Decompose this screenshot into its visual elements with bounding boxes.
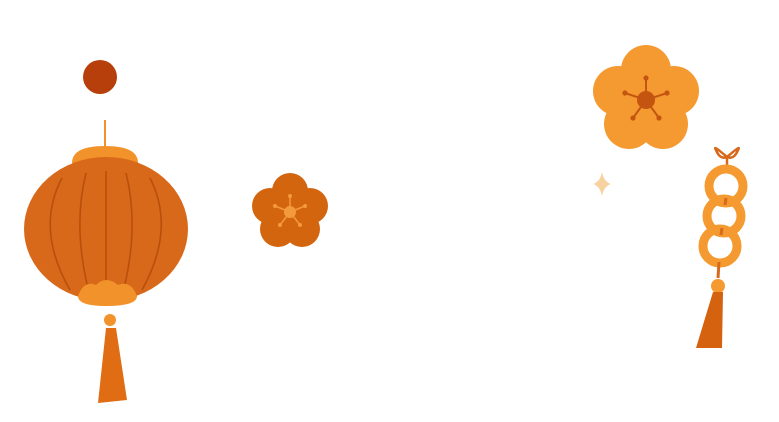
sparkle-icon bbox=[593, 172, 611, 196]
charm-tassel bbox=[696, 292, 723, 348]
moon-dot-icon bbox=[83, 60, 117, 94]
charm-bead bbox=[711, 279, 725, 293]
lantern-tassel bbox=[98, 328, 127, 403]
plum-blossom-large-icon bbox=[593, 45, 699, 149]
red-lantern-icon bbox=[24, 120, 188, 403]
plum-blossom-small-icon bbox=[252, 173, 328, 247]
knot-charm-icon bbox=[696, 146, 748, 348]
lantern-ribs bbox=[49, 171, 163, 298]
lantern-bottom-cap bbox=[78, 280, 137, 306]
lantern-knot bbox=[104, 314, 116, 326]
